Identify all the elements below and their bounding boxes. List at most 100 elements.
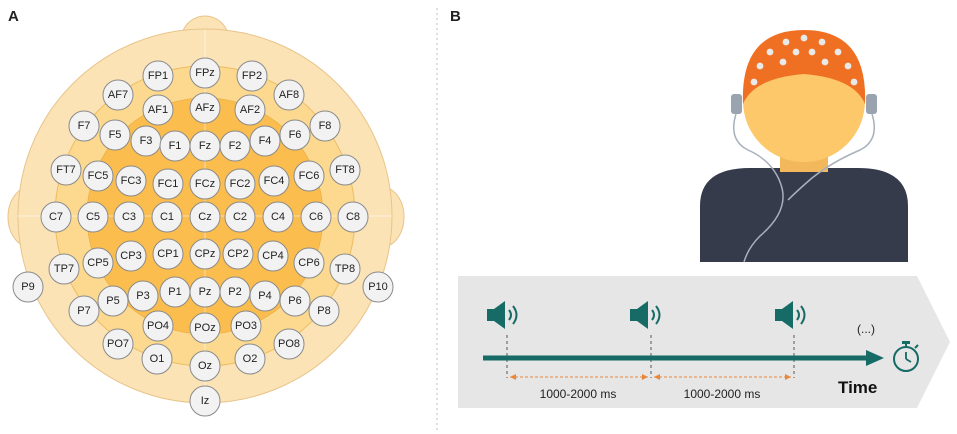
electrode-label: FC2 bbox=[230, 178, 251, 190]
electrode-marker bbox=[257, 240, 289, 272]
electrode-label: FT7 bbox=[56, 164, 76, 176]
electrode-marker bbox=[142, 60, 174, 92]
electrode-label: F8 bbox=[319, 120, 332, 132]
electrode-label: AF1 bbox=[148, 104, 168, 116]
electrode-label: Oz bbox=[198, 360, 212, 372]
electrode-label: CP3 bbox=[120, 250, 141, 262]
electrode-marker bbox=[300, 201, 332, 233]
electrode-marker bbox=[224, 201, 256, 233]
right-earphone bbox=[866, 94, 877, 114]
electrode-label: F4 bbox=[259, 135, 272, 147]
electrode-f1: F1 bbox=[159, 130, 191, 162]
electrode-po3: PO3 bbox=[230, 310, 262, 342]
electrode-fc5: FC5 bbox=[82, 160, 114, 192]
electrode-marker bbox=[329, 154, 361, 186]
electrode-label: P5 bbox=[106, 295, 119, 307]
electrode-cpz: CPz bbox=[189, 238, 221, 270]
electrode-label: FC1 bbox=[158, 178, 179, 190]
interval-arrow bbox=[654, 374, 791, 380]
electrode-af1: AF1 bbox=[142, 94, 174, 126]
electrode-c2: C2 bbox=[224, 201, 256, 233]
electrode-label: F3 bbox=[140, 135, 153, 147]
electrode-label: AF7 bbox=[108, 89, 128, 101]
electrode-marker bbox=[234, 343, 266, 375]
electrode-af8: AF8 bbox=[273, 79, 305, 111]
electrode-poz: POz bbox=[189, 312, 221, 344]
electrode-label: P6 bbox=[288, 295, 301, 307]
electrode-label: POz bbox=[194, 322, 215, 334]
electrode-label: C6 bbox=[309, 211, 323, 223]
electrode-label: CP2 bbox=[227, 248, 248, 260]
electrode-label: F1 bbox=[169, 140, 182, 152]
electrode-marker bbox=[151, 201, 183, 233]
timeline-background bbox=[458, 276, 950, 408]
electrode-marker bbox=[50, 154, 82, 186]
electrode-marker bbox=[127, 280, 159, 312]
electrode-marker bbox=[189, 312, 221, 344]
electrode-fpz: FPz bbox=[189, 57, 221, 89]
panel-a-label: A bbox=[8, 8, 19, 25]
electrode-marker bbox=[293, 160, 325, 192]
electrode-label: PO4 bbox=[147, 320, 169, 332]
electrode-marker bbox=[68, 110, 100, 142]
electrode-label: TP8 bbox=[335, 263, 355, 275]
electrode-label: F7 bbox=[78, 120, 91, 132]
electrode-fc1: FC1 bbox=[152, 168, 184, 200]
electrode-label: PO3 bbox=[235, 320, 257, 332]
electrode-marker bbox=[273, 328, 305, 360]
electrode-pz: Pz bbox=[189, 276, 221, 308]
electrode-label: AF2 bbox=[240, 104, 260, 116]
electrode-c3: C3 bbox=[113, 201, 145, 233]
electrode-label: FC4 bbox=[264, 175, 285, 187]
electrode-ft8: FT8 bbox=[329, 154, 361, 186]
electrode-marker bbox=[337, 201, 369, 233]
electrode-label: P8 bbox=[317, 305, 330, 317]
electrode-f7: F7 bbox=[68, 110, 100, 142]
electrode-p3: P3 bbox=[127, 280, 159, 312]
electrode-marker bbox=[189, 201, 221, 233]
electrode-label: C8 bbox=[346, 211, 360, 223]
electrode-label: Iz bbox=[201, 395, 210, 407]
electrode-o2: O2 bbox=[234, 343, 266, 375]
electrode-afz: AFz bbox=[189, 92, 221, 124]
electrode-label: P9 bbox=[21, 281, 34, 293]
electrode-p2: P2 bbox=[219, 276, 251, 308]
electrode-label: FCz bbox=[195, 178, 215, 190]
electrode-marker bbox=[249, 125, 281, 157]
electrode-label: FC5 bbox=[88, 170, 109, 182]
electrode-marker bbox=[115, 165, 147, 197]
electrode-label: FPz bbox=[195, 67, 215, 79]
electrode-marker bbox=[262, 201, 294, 233]
electrode-marker bbox=[189, 92, 221, 124]
continuation-ellipsis: (...) bbox=[857, 322, 875, 336]
electrode-cz: Cz bbox=[189, 201, 221, 233]
electrode-marker bbox=[189, 168, 221, 200]
electrode-po7: PO7 bbox=[102, 328, 134, 360]
participant-body bbox=[700, 168, 908, 262]
electrode-marker bbox=[279, 285, 311, 317]
electrode-marker bbox=[362, 271, 394, 303]
electrode-c5: C5 bbox=[77, 201, 109, 233]
electrode-o1: O1 bbox=[141, 343, 173, 375]
interval-arrow bbox=[510, 374, 648, 380]
electrode-cp6: CP6 bbox=[293, 247, 325, 279]
electrode-label: C5 bbox=[86, 211, 100, 223]
electrode-cp2: CP2 bbox=[222, 238, 254, 270]
speaker-icon bbox=[630, 301, 661, 329]
left-earphone-cable bbox=[733, 113, 784, 263]
electrode-label: CPz bbox=[195, 248, 216, 260]
time-axis-arrowhead bbox=[866, 350, 884, 366]
electrode-label: P4 bbox=[258, 290, 271, 302]
electrode-marker bbox=[189, 385, 221, 417]
electrode-p1: P1 bbox=[159, 276, 191, 308]
electrode-marker bbox=[236, 60, 268, 92]
electrode-label: CP4 bbox=[262, 250, 283, 262]
electrode-cp3: CP3 bbox=[115, 240, 147, 272]
electrode-fc3: FC3 bbox=[115, 165, 147, 197]
electrode-marker bbox=[273, 79, 305, 111]
electrode-c7: C7 bbox=[40, 201, 72, 233]
electrode-label: TP7 bbox=[54, 263, 74, 275]
electrode-fc4: FC4 bbox=[258, 165, 290, 197]
electrode-c6: C6 bbox=[300, 201, 332, 233]
